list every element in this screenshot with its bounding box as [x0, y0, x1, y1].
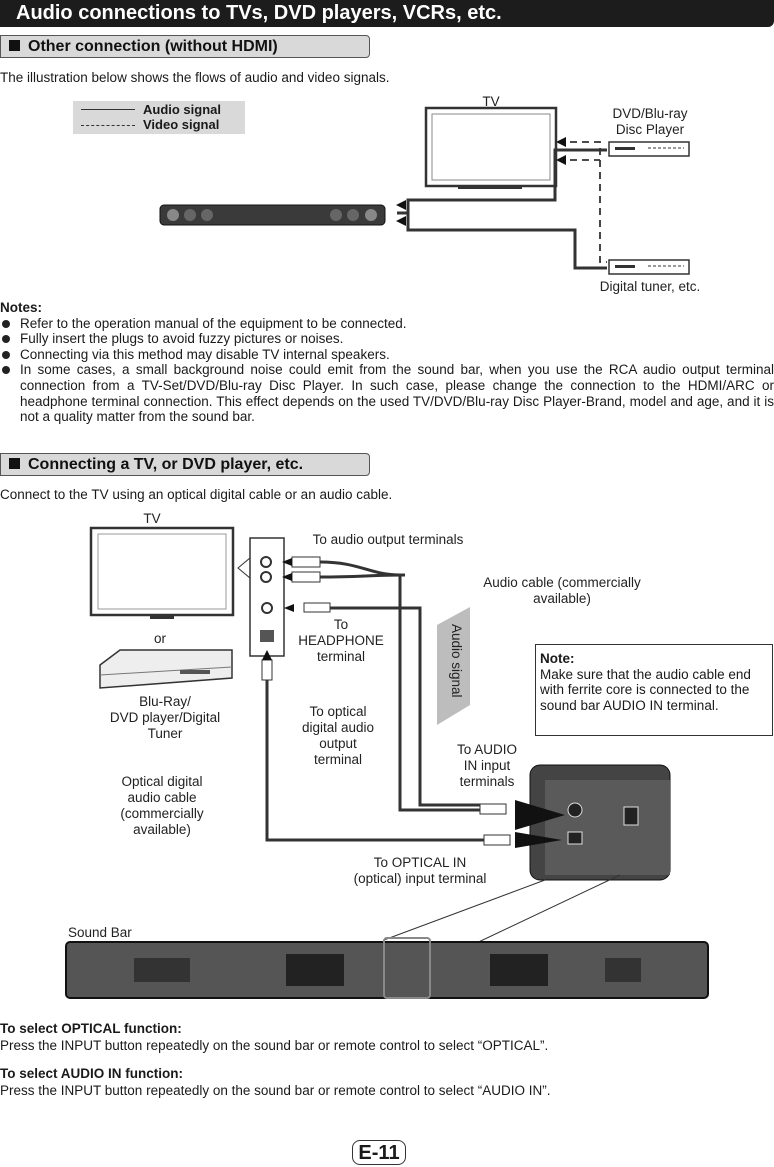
square-bullet-icon	[9, 40, 20, 51]
tuner-illustration	[608, 259, 690, 275]
label-line: HEADPHONE	[298, 633, 384, 648]
tv-terminal-panel	[237, 537, 285, 657]
label-line: To AUDIO	[456, 742, 518, 757]
legend-audio-label: Audio signal	[143, 102, 221, 117]
label-audio-cable: Audio cable (commercially available)	[472, 575, 652, 607]
page-number: E-11	[352, 1140, 406, 1165]
audio-cable-lines	[319, 560, 480, 812]
label-optical-out: To optical digital audio output terminal	[290, 704, 386, 768]
note-item: Connecting via this method may disable T…	[2, 347, 774, 363]
label-line: To OPTICAL IN	[373, 855, 467, 870]
dvd-player-illustration	[608, 141, 690, 157]
audio-line-sample	[81, 109, 135, 110]
video-line-sample	[81, 125, 135, 126]
notes-block: Notes: Refer to the operation manual of …	[0, 300, 774, 425]
select-audio-in-text: Press the INPUT button repeatedly on the…	[0, 1083, 551, 1098]
tv-illustration	[89, 526, 235, 619]
label-player: Blu-Ray/ DVD player/Digital Tuner	[95, 694, 235, 742]
notes-title: Notes:	[0, 300, 43, 315]
section-heading-connecting-tv: Connecting a TV, or DVD player, etc.	[0, 453, 370, 476]
label-line: available)	[133, 822, 191, 837]
label-sound-bar: Sound Bar	[68, 925, 132, 940]
label-optical-cable: Optical digital audio cable (commerciall…	[100, 774, 224, 838]
label-audio-in: To AUDIO IN input terminals	[446, 742, 528, 790]
label-line: To	[333, 617, 349, 632]
label-line: Audio cable (commercially	[483, 575, 641, 590]
audio-signal-label: Audio signal	[446, 624, 466, 724]
note-item: Fully insert the plugs to avoid fuzzy pi…	[2, 331, 774, 347]
note-text: Make sure that the audio cable end with …	[540, 666, 751, 713]
label-line: To optical	[309, 704, 367, 719]
connection-diagram-2	[65, 526, 709, 999]
select-audio-in-title: To select AUDIO IN function:	[0, 1066, 184, 1081]
sound-bar-terminal-closeup	[515, 764, 671, 881]
label-line: available)	[533, 591, 591, 606]
label-line: output	[319, 736, 357, 751]
section-heading-text: Connecting a TV, or DVD player, etc.	[28, 456, 304, 473]
sound-bar-illustration	[159, 204, 386, 226]
label-line: IN input	[463, 758, 511, 773]
note-title: Note:	[540, 651, 575, 666]
audio-signal-text: Audio signal	[449, 624, 464, 698]
select-optical-block: To select OPTICAL function: Press the IN…	[0, 1020, 774, 1054]
label-line: Tuner	[147, 726, 183, 741]
rca-plugs	[282, 556, 331, 613]
blu-ray-player-illustration	[99, 649, 233, 689]
label-headphone: To HEADPHONE terminal	[288, 617, 394, 665]
select-optical-text: Press the INPUT button repeatedly on the…	[0, 1038, 549, 1053]
label-line: terminal	[313, 752, 362, 767]
tv-illustration	[424, 106, 558, 189]
label-tv-1: TV	[482, 94, 500, 109]
section-heading-other-connection: Other connection (without HDMI)	[0, 35, 370, 58]
label-line: audio cable	[127, 790, 197, 805]
label-audio-output: To audio output terminals	[312, 532, 464, 547]
section1-intro: The illustration below shows the flows o…	[0, 70, 390, 85]
label-line: (commercially	[120, 806, 204, 821]
label-optical-in: To OPTICAL IN (optical) input terminal	[330, 855, 510, 887]
audio-signal-arrow	[437, 607, 470, 725]
signal-legend: Audio signal Video signal	[73, 101, 245, 134]
square-bullet-icon	[9, 458, 20, 469]
label-line: DVD player/Digital	[109, 710, 221, 725]
sound-bar-illustration	[65, 937, 709, 999]
legend-video-label: Video signal	[143, 117, 220, 132]
label-line: terminals	[459, 774, 515, 789]
label-line: (optical) input terminal	[353, 871, 487, 886]
label-line: Blu-Ray/	[139, 694, 191, 709]
select-audio-in-block: To select AUDIO IN function: Press the I…	[0, 1065, 774, 1099]
label-tv-2: TV	[143, 511, 161, 526]
note-box: Note: Make sure that the audio cable end…	[535, 644, 773, 736]
audio-cables	[397, 148, 607, 270]
connection-diagram-1	[159, 106, 690, 275]
label-line: terminal	[316, 649, 365, 664]
note-item: Refer to the operation manual of the equ…	[2, 316, 774, 332]
label-or: or	[153, 631, 166, 646]
label-digital-tuner: Digital tuner, etc.	[599, 279, 701, 294]
select-optical-title: To select OPTICAL function:	[0, 1021, 182, 1036]
section2-intro: Connect to the TV using an optical digit…	[0, 487, 393, 502]
section-heading-text: Other connection (without HDMI)	[28, 38, 278, 55]
notes-list: Refer to the operation manual of the equ…	[2, 316, 774, 425]
note-item: In some cases, a small background noise …	[2, 362, 774, 424]
label-dvd-player: DVD/Blu-ray Disc Player	[612, 106, 688, 137]
label-line: Optical digital	[121, 774, 203, 789]
optical-cable	[261, 650, 511, 846]
page-title: Audio connections to TVs, DVD players, V…	[0, 0, 774, 27]
label-line: digital audio	[301, 720, 375, 735]
